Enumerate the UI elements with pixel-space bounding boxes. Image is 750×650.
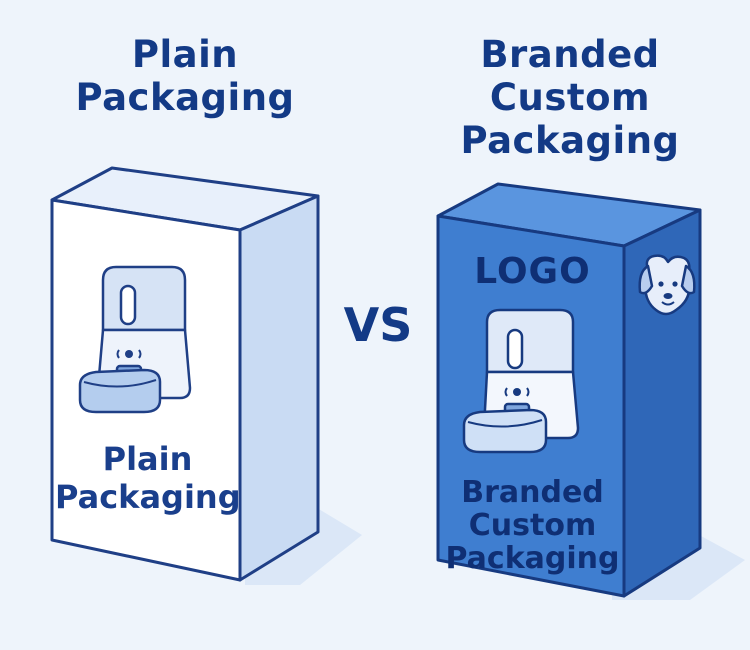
- plain-packaging-heading: Plain Packaging: [75, 33, 295, 119]
- dog-face-icon: [638, 254, 696, 316]
- logo-text: LOGO: [474, 251, 591, 292]
- branded-box-label: Branded Custom Packaging: [445, 475, 620, 576]
- pet-feeder-icon: [78, 265, 192, 414]
- branded-box: [436, 182, 745, 600]
- vs-label: VS: [343, 298, 413, 352]
- plain-box-shadow: [245, 505, 362, 585]
- plain-box-side: [238, 194, 320, 582]
- plain-box: [50, 166, 362, 585]
- branded-packaging-heading: Branded Custom Packaging: [460, 33, 680, 162]
- plain-box-label: Plain Packaging: [55, 440, 241, 516]
- pet-feeder-icon: [462, 308, 580, 454]
